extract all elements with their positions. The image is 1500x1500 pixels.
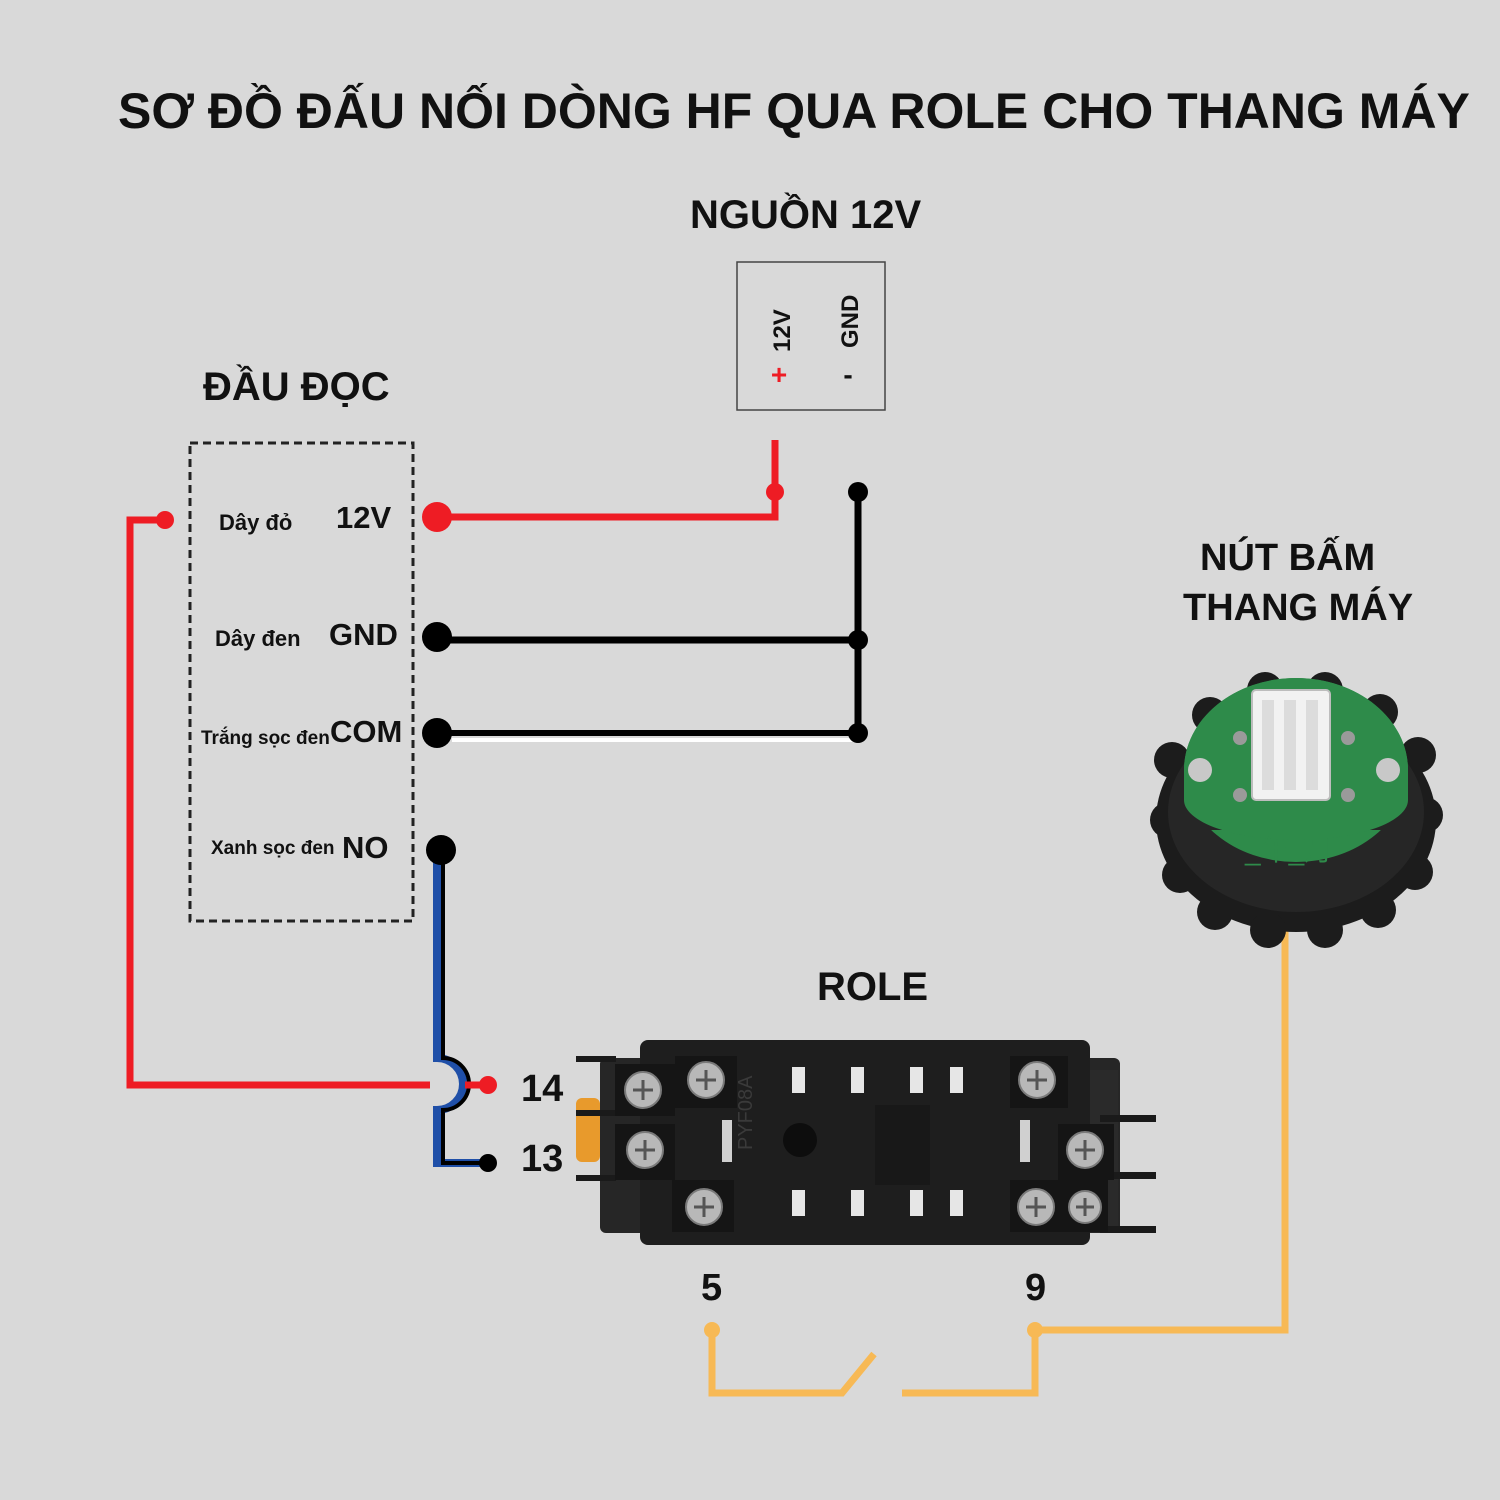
relay-socket: PYF08A xyxy=(576,1040,1156,1245)
wire-red-12v xyxy=(422,440,784,532)
power-supply-block: 12V + GND - xyxy=(736,261,886,411)
elevator-button-image: _年_月 xyxy=(1150,672,1443,948)
wire-switch xyxy=(704,820,1289,1397)
button-date-mark: _年_月 xyxy=(1244,835,1332,866)
relay-heading: ROLE xyxy=(817,965,928,1009)
wire-white-com xyxy=(422,718,868,748)
reader-heading: ĐẦU ĐỌC xyxy=(203,363,390,409)
reader-pin-gnd: GND xyxy=(329,617,398,652)
reader-pin-no: NO xyxy=(342,830,389,865)
wire-blue-no xyxy=(426,835,497,1172)
reader-box xyxy=(188,441,415,923)
button-heading-line2: THANG MÁY xyxy=(1183,585,1413,629)
reader-pin-com: COM xyxy=(330,714,402,749)
wire-black-gnd xyxy=(422,482,868,735)
relay-terminal-14: 14 xyxy=(521,1068,563,1110)
reader-pin-12v: 12V xyxy=(336,500,391,535)
wire-red-14 xyxy=(126,511,497,1094)
reader-wire-label-white: Trắng sọc đen xyxy=(201,727,330,749)
power-pos-sign: + xyxy=(771,359,787,390)
relay-terminal-13: 13 xyxy=(521,1138,563,1180)
power-supply-heading: NGUỒN 12V xyxy=(690,191,921,237)
reader-wire-label-red: Dây đỏ xyxy=(219,510,292,535)
power-neg-label: GND xyxy=(837,295,864,348)
reader-wire-label-black: Dây đen xyxy=(215,626,301,651)
relay-terminal-5: 5 xyxy=(701,1267,722,1309)
power-neg-sign: - xyxy=(843,359,852,390)
button-heading-line1: NÚT BẤM xyxy=(1200,535,1375,579)
diagram-title: SƠ ĐỒ ĐẤU NỐI DÒNG HF QUA ROLE CHO THANG… xyxy=(118,82,1470,139)
power-pos-label: 12V xyxy=(769,309,796,352)
reader-wire-label-blue: Xanh sọc đen xyxy=(211,838,335,859)
relay-model-label: PYF08A xyxy=(735,1075,757,1150)
relay-terminal-9: 9 xyxy=(1025,1267,1046,1309)
